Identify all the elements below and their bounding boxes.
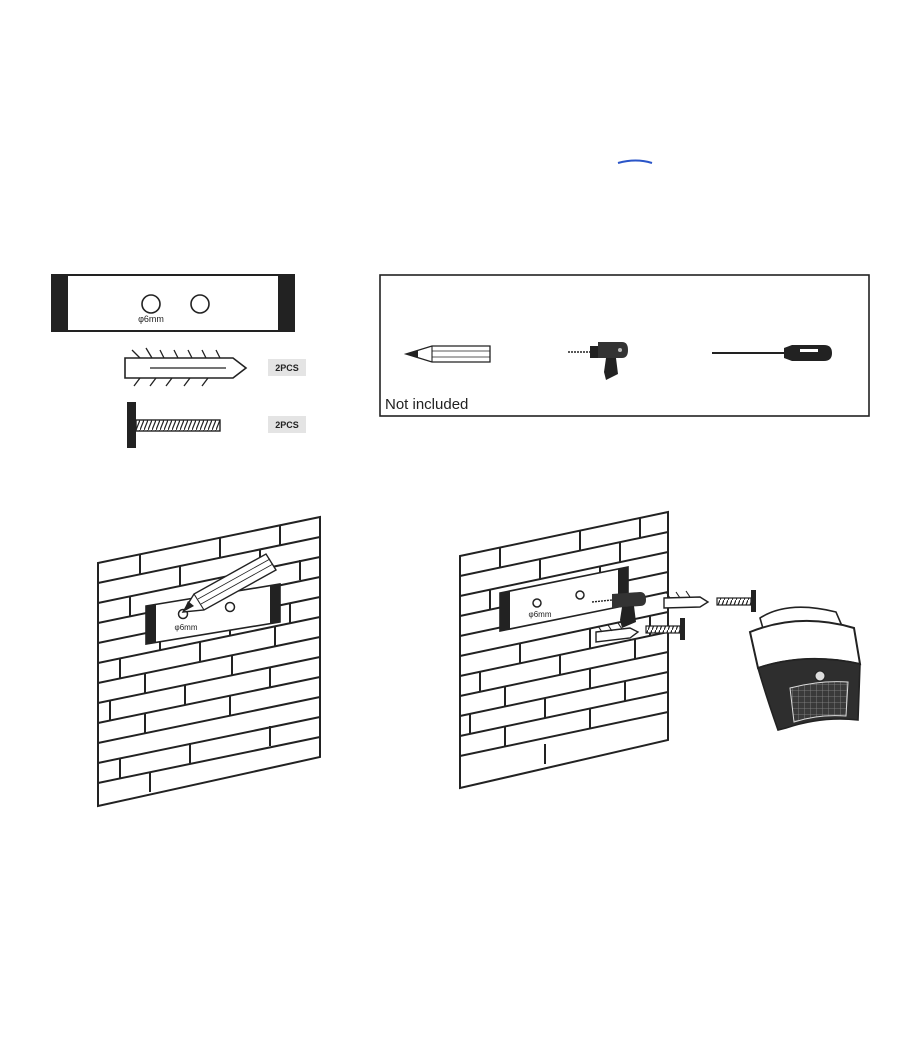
- wall-anchor: [124, 347, 248, 387]
- pencil-icon: [403, 345, 491, 363]
- step2-hole-label: φ6mm: [529, 610, 552, 619]
- screw: [127, 402, 221, 448]
- wall-anchor: [663, 590, 710, 609]
- solar-light-icon: [748, 606, 862, 731]
- screw: [645, 618, 685, 640]
- bracket-hole: [141, 294, 161, 314]
- anchor-qty-badge: [268, 359, 306, 376]
- drill-icon: [568, 342, 628, 380]
- screw-qty-badge: [268, 416, 306, 433]
- step1-hole-label: φ6mm: [175, 623, 198, 632]
- bracket-hole-label: φ6mm: [138, 314, 164, 324]
- tools-box: Not included: [379, 274, 870, 417]
- brick-wall: [97, 515, 321, 808]
- not-included-note: Not included: [385, 396, 468, 413]
- anchor-qty: 2PCS: [275, 363, 299, 373]
- mounting-bracket: φ6mm: [51, 274, 295, 332]
- brick-wall: [459, 510, 669, 790]
- screw: [716, 590, 756, 612]
- wall-anchor: [595, 622, 640, 643]
- step2-mounting: φ6mm: [459, 510, 862, 790]
- decorative-mark: [617, 159, 653, 164]
- marking-pencil-icon: [181, 553, 277, 613]
- drill-icon: [591, 592, 646, 628]
- step1-wall-marking: φ6mm: [97, 515, 321, 808]
- bracket-hole: [190, 294, 210, 314]
- screwdriver-icon: [712, 345, 832, 361]
- parts-list: φ6mm 2PCS 2PCS: [51, 274, 306, 448]
- screw-qty: 2PCS: [275, 420, 299, 430]
